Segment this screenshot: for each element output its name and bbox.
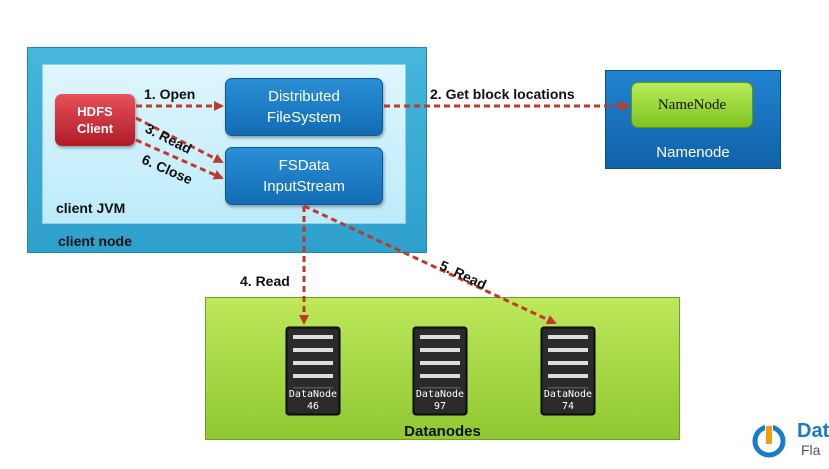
datanode-name: DataNode bbox=[415, 389, 465, 400]
fsdata-line1: FSData bbox=[278, 157, 330, 174]
step-read4-label: 4. Read bbox=[240, 273, 290, 289]
arrow-read-3 bbox=[135, 116, 224, 164]
brand-logo-subtext: Fla bbox=[801, 442, 821, 458]
hdfs-client-line1: HDFS bbox=[77, 104, 113, 119]
step-open-label: 1. Open bbox=[144, 86, 196, 102]
namenode-box: NameNode bbox=[631, 82, 753, 128]
datanode-id: 74 bbox=[561, 401, 575, 412]
datanode-server-3: DataNode 74 bbox=[538, 325, 598, 417]
datanode-server-1: DataNode 46 bbox=[283, 325, 343, 417]
datanode-id: 46 bbox=[306, 401, 320, 412]
server-icon bbox=[540, 326, 596, 416]
namenode-label: Namenode bbox=[656, 144, 730, 161]
step-get-block-label: 2. Get block locations bbox=[430, 86, 575, 102]
server-icon bbox=[412, 326, 468, 416]
hdfs-client-line2: Client bbox=[76, 121, 114, 136]
brand-logo-icon bbox=[752, 424, 786, 458]
client-node-label: client node bbox=[58, 233, 132, 249]
datanode-name: DataNode bbox=[543, 389, 593, 400]
fsdata-inputstream-box: FSData InputStream bbox=[225, 147, 383, 205]
brand-logo-text: Dat bbox=[797, 420, 829, 442]
client-jvm-label: client JVM bbox=[56, 200, 126, 216]
arrow-read-5 bbox=[303, 204, 557, 325]
dfs-line2: FileSystem bbox=[266, 109, 342, 126]
hdfs-client-box: HDFS Client bbox=[55, 94, 135, 146]
datanodes-label: Datanodes bbox=[404, 423, 481, 440]
distributed-filesystem-box: Distributed FileSystem bbox=[225, 78, 383, 136]
datanode-name: DataNode bbox=[288, 389, 338, 400]
dfs-line1: Distributed bbox=[268, 88, 340, 105]
server-icon bbox=[285, 326, 341, 416]
arrow-close bbox=[135, 138, 224, 180]
datanode-server-2: DataNode 97 bbox=[410, 325, 470, 417]
datanode-id: 97 bbox=[433, 401, 447, 412]
fsdata-line2: InputStream bbox=[263, 178, 345, 195]
